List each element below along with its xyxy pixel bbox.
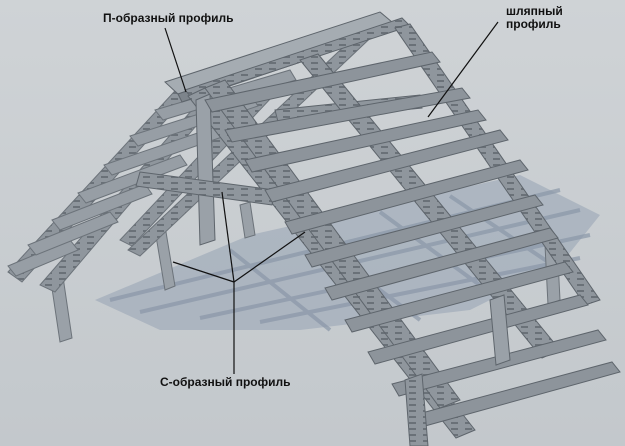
front-post: [404, 294, 511, 446]
label-hat-profile: шляпный профиль: [506, 4, 563, 31]
leader-lines: [164, 21, 499, 374]
label-p-profile: П-образный профиль: [103, 11, 234, 25]
leader-c-profile-a: [172, 261, 235, 283]
right-slope-battens: [204, 51, 621, 427]
label-c-profile: С-образный профиль: [160, 375, 291, 389]
ridge-beam: [164, 11, 411, 103]
leader-p-profile: [164, 27, 187, 93]
leader-hat-profile: [427, 21, 499, 118]
leader-c-profile-b: [221, 191, 235, 283]
leader-c-profile-c: [233, 231, 306, 283]
